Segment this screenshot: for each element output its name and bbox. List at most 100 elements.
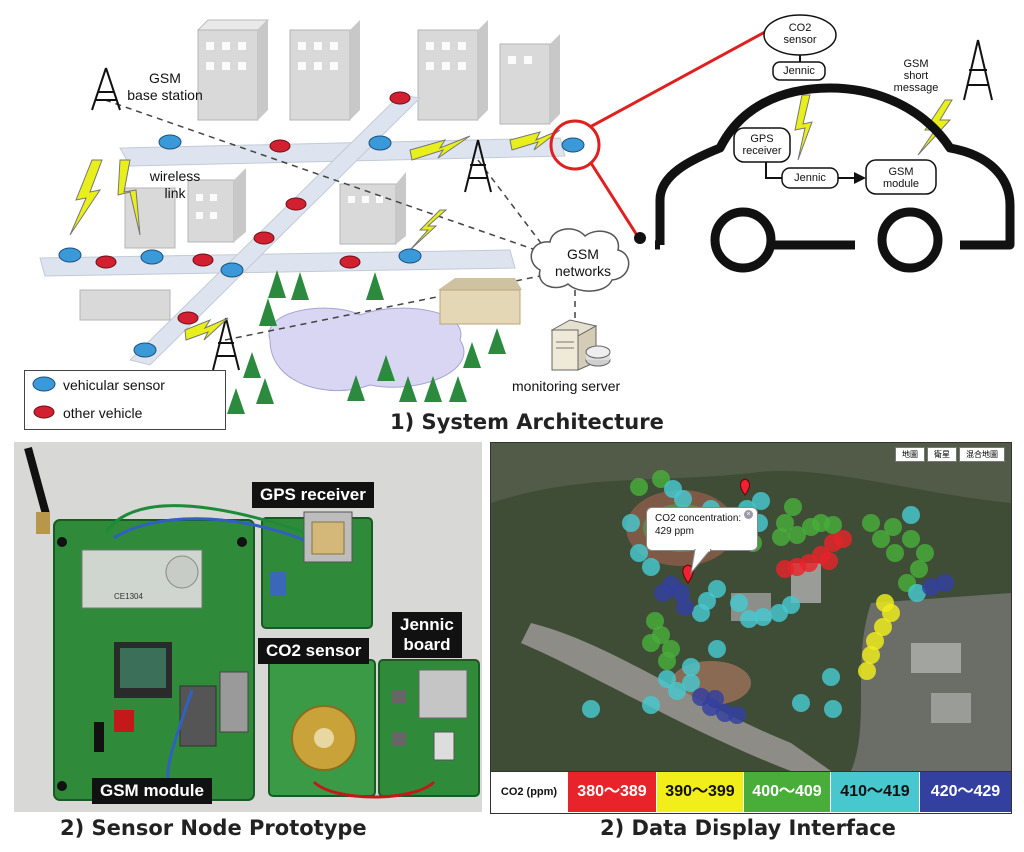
- co2-data-point[interactable]: [784, 498, 802, 516]
- satellite-map[interactable]: [491, 443, 1011, 771]
- co2-data-point[interactable]: [630, 544, 648, 562]
- co2-data-point[interactable]: [886, 544, 904, 562]
- data-display-panel: 地圖 衛星 混合地圖 CO2 concentration: 429 ppm × …: [490, 442, 1012, 814]
- legend-range-390-399: 390～399: [657, 772, 743, 812]
- map-button[interactable]: 地圖: [895, 447, 925, 462]
- co2-data-point[interactable]: [858, 662, 876, 680]
- co2-data-point[interactable]: [792, 694, 810, 712]
- lake: [268, 307, 465, 392]
- co2-data-point[interactable]: [658, 652, 676, 670]
- hybrid-map-button[interactable]: 混合地圖: [959, 447, 1005, 462]
- co2-legend-bar: CO2 (ppm) 380～389 390～399 400～409 410～41…: [491, 771, 1011, 813]
- popup-title: CO2 concentration:: [655, 513, 742, 524]
- co2-data-point[interactable]: [730, 594, 748, 612]
- co2-data-point[interactable]: [776, 560, 794, 578]
- co2-data-point[interactable]: [834, 530, 852, 548]
- co2-data-point[interactable]: [902, 506, 920, 524]
- co2-data-point[interactable]: [902, 530, 920, 548]
- co2-data-point[interactable]: [654, 584, 672, 602]
- co2-data-point[interactable]: [642, 696, 660, 714]
- car-nodes: [733, 14, 937, 195]
- jennic-node-mid: Jennic: [794, 172, 826, 184]
- co2-data-point[interactable]: [782, 596, 800, 614]
- co2-data-point[interactable]: [824, 516, 842, 534]
- co2-data-point[interactable]: [672, 584, 690, 602]
- satellite-button[interactable]: 衛星: [927, 447, 957, 462]
- co2-data-point[interactable]: [682, 674, 700, 692]
- gsm-module-label: GSM module: [92, 778, 212, 804]
- co2-data-point[interactable]: [652, 470, 670, 488]
- co2-data-point[interactable]: [788, 526, 806, 544]
- co2-data-point[interactable]: [642, 558, 660, 576]
- wireless-link-label: wireless link: [149, 168, 201, 201]
- co2-data-point[interactable]: [822, 668, 840, 686]
- co2-info-popup: CO2 concentration: 429 ppm ×: [646, 507, 758, 551]
- co2-data-point[interactable]: [740, 610, 758, 628]
- sensor-node-prototype-panel: CE1304 GPS receiver CO2 sensor Jennic bo…: [14, 442, 482, 812]
- co2-data-point[interactable]: [776, 514, 794, 532]
- system-architecture-panel: GSM base station wireless link GSM netwo…: [24, 14, 1015, 434]
- co2-data-point[interactable]: [922, 578, 940, 596]
- building: [79, 289, 171, 321]
- co2-data-point[interactable]: [706, 690, 724, 708]
- gps-receiver-label: GPS receiver: [252, 482, 374, 508]
- car-outline: [655, 83, 1015, 250]
- legend-title: CO2 (ppm): [491, 772, 567, 812]
- close-icon[interactable]: ×: [744, 510, 753, 519]
- co2-data-point[interactable]: [622, 514, 640, 532]
- co2-data-point[interactable]: [916, 544, 934, 562]
- gsm-networks-label: GSM networks: [554, 246, 612, 279]
- co2-data-point[interactable]: [658, 670, 676, 688]
- tree-icon: [227, 270, 506, 414]
- co2-data-point[interactable]: [708, 580, 726, 598]
- popup-value: 429 ppm: [655, 526, 694, 537]
- map-marker-icon[interactable]: [682, 478, 750, 584]
- co2-data-point[interactable]: [874, 618, 892, 636]
- building: [339, 172, 406, 245]
- sensor-node-prototype-caption: 2) Sensor Node Prototype: [60, 816, 367, 840]
- co2-data-point[interactable]: [908, 584, 926, 602]
- tail-light-icon: [634, 232, 646, 244]
- gsm-tower-icon: [91, 67, 121, 111]
- co2-data-point[interactable]: [646, 612, 664, 630]
- gsm-base-station-label: GSM base station: [127, 70, 203, 103]
- co2-data-point[interactable]: [708, 640, 726, 658]
- pcb-marking: CE1304: [114, 592, 143, 601]
- co2-data-point[interactable]: [752, 492, 770, 510]
- co2-data-point[interactable]: [692, 604, 710, 622]
- gsm-networks-cloud: [530, 228, 630, 292]
- co2-data-point[interactable]: [910, 560, 928, 578]
- co2-data-point[interactable]: [676, 598, 694, 616]
- co2-data-point[interactable]: [936, 574, 954, 592]
- gsm-tower-icon: [212, 317, 240, 371]
- map-type-buttons: 地圖 衛星 混合地圖: [895, 447, 1005, 462]
- co2-data-point[interactable]: [630, 478, 648, 496]
- monitoring-server-icon: [550, 319, 611, 371]
- co2-sensor-node: CO2 sensor: [783, 22, 817, 46]
- co2-data-point[interactable]: [674, 490, 692, 508]
- vehicular-sensor-icon: [32, 376, 56, 392]
- co2-data-point[interactable]: [872, 530, 890, 548]
- co2-data-point[interactable]: [642, 634, 660, 652]
- co2-data-point[interactable]: [862, 646, 880, 664]
- co2-data-point[interactable]: [668, 682, 686, 700]
- legend-other-vehicle: other vehicle: [63, 405, 143, 421]
- highlighted-vehicle-circle: [549, 119, 601, 171]
- co2-data-point[interactable]: [884, 518, 902, 536]
- jennic-board-label: Jennic board: [392, 612, 462, 658]
- other-vehicle-icon: [33, 405, 55, 419]
- legend-range-380-389: 380～389: [568, 772, 656, 812]
- co2-data-point[interactable]: [820, 552, 838, 570]
- co2-data-point[interactable]: [824, 700, 842, 718]
- co2-data-point[interactable]: [754, 608, 772, 626]
- wheel-icon: [710, 207, 943, 273]
- co2-data-point[interactable]: [876, 594, 894, 612]
- co2-data-point[interactable]: [862, 514, 880, 532]
- co2-data-point[interactable]: [866, 632, 884, 650]
- architecture-legend: vehicular sensor other vehicle: [24, 370, 226, 430]
- gsm-short-message-label: GSM short message: [893, 58, 939, 94]
- co2-data-point[interactable]: [728, 706, 746, 724]
- co2-data-point[interactable]: [772, 528, 790, 546]
- co2-data-point[interactable]: [582, 700, 600, 718]
- co2-data-point[interactable]: [682, 658, 700, 676]
